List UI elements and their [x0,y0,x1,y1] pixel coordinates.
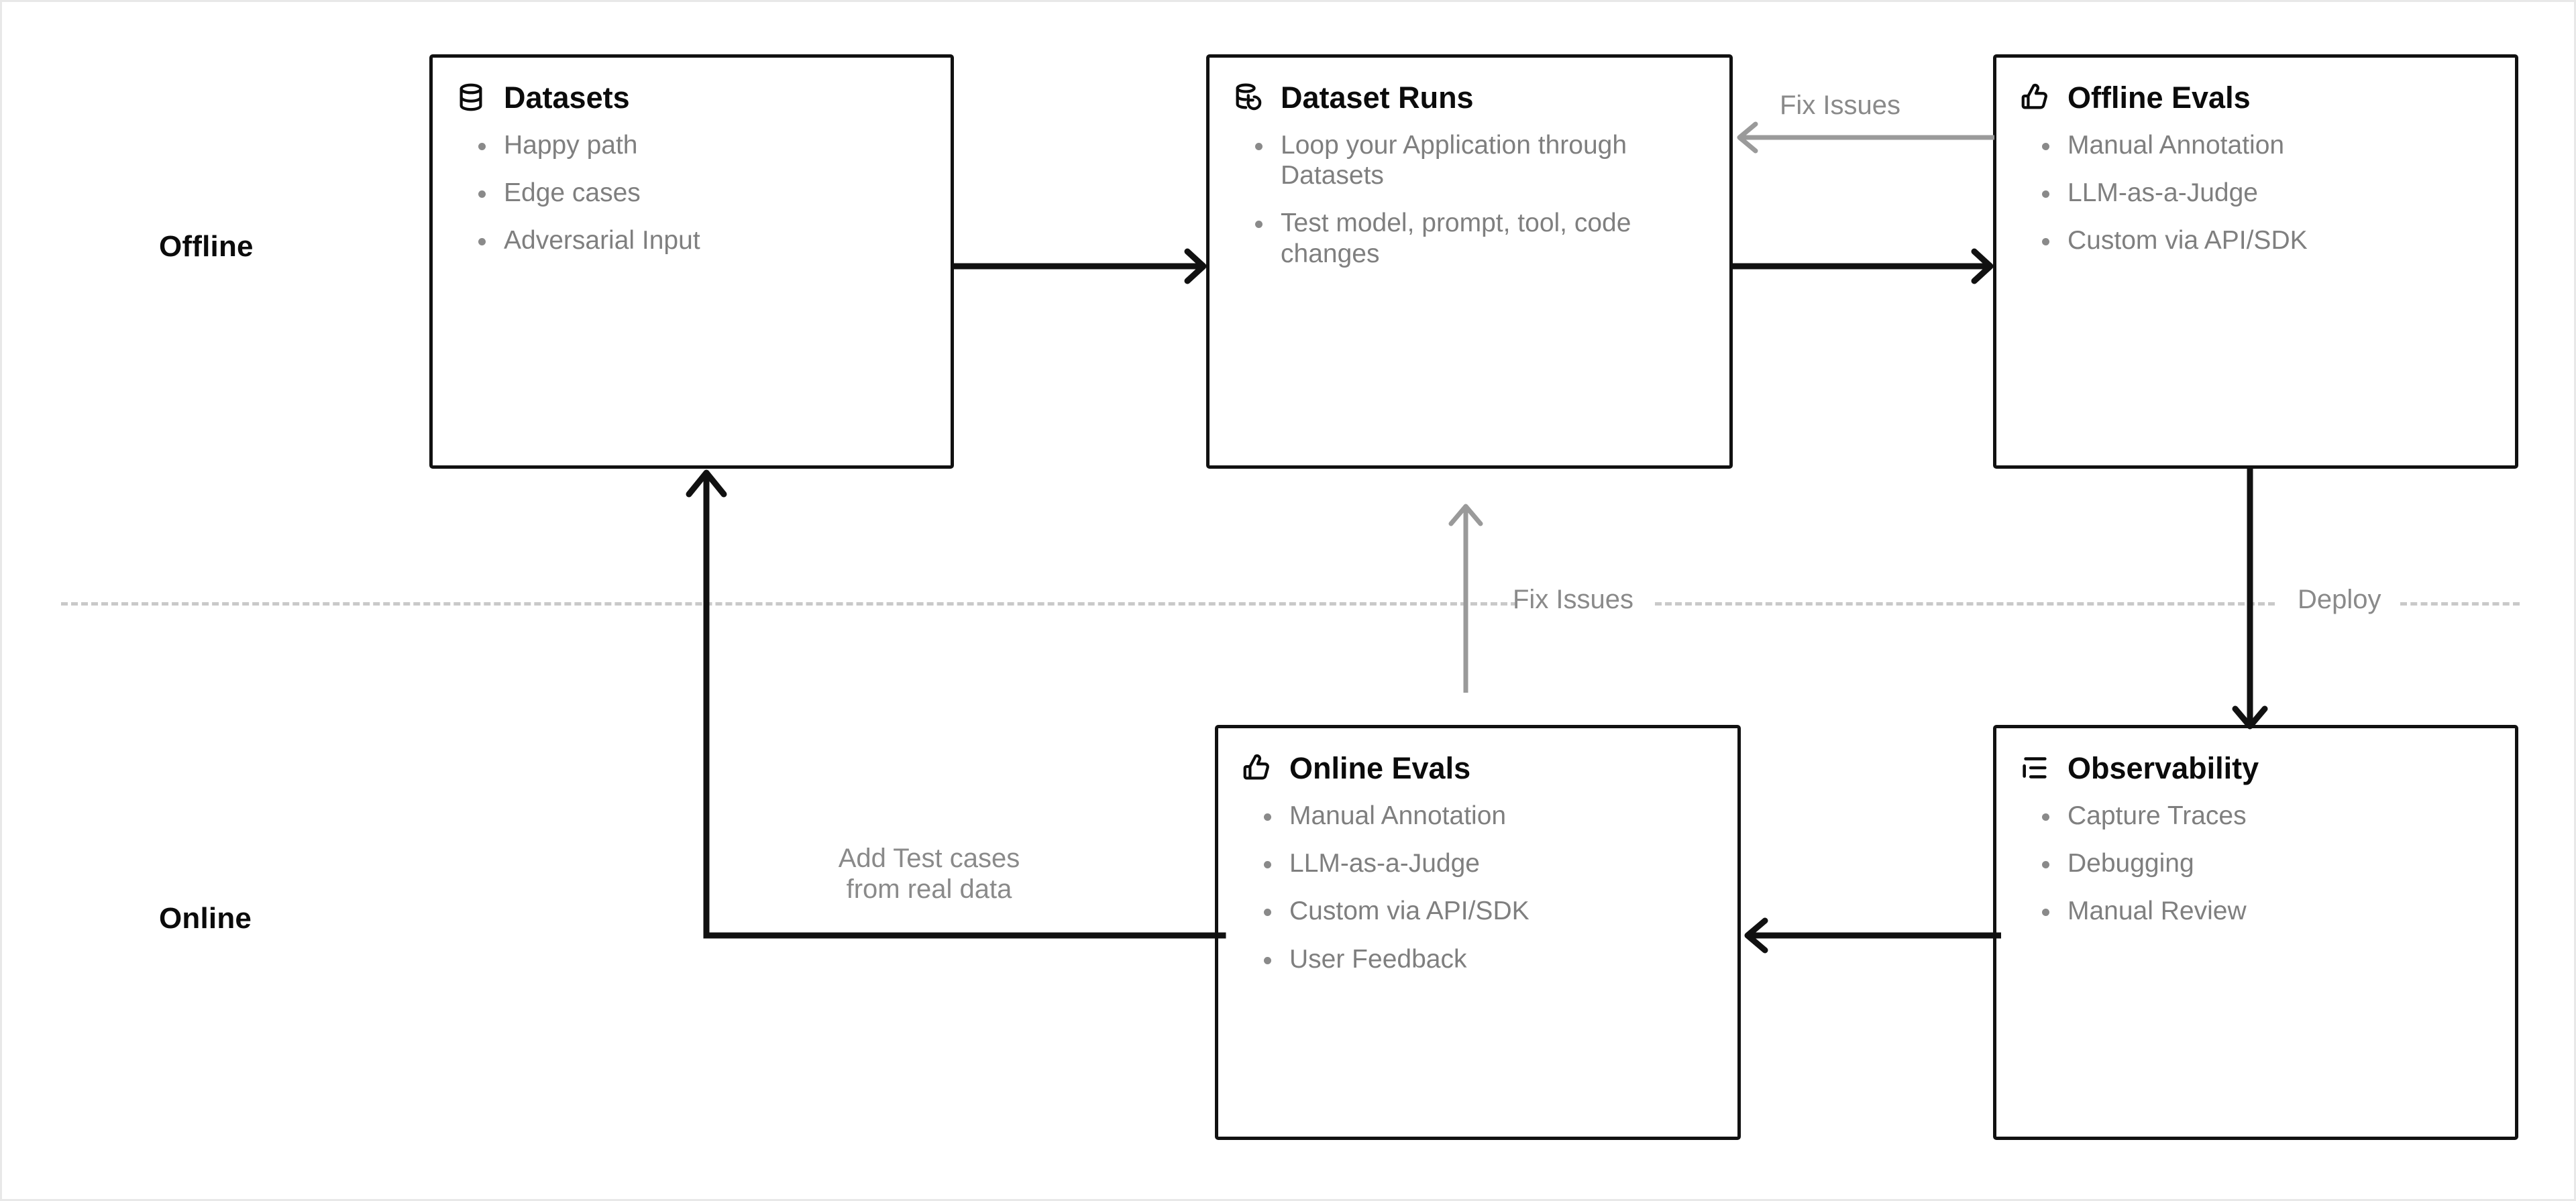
node-observability-header: Observability [2019,752,2492,783]
node-offline-evals-bullets: Manual Annotation LLM-as-a-Judge Custom … [2019,130,2492,256]
connector-online-evals-to-datasets [680,465,1230,948]
list-item: LLM-as-a-Judge [2037,178,2492,208]
node-offline-evals-title: Offline Evals [2068,80,2251,115]
lane-divider-left [61,602,1517,606]
list-item: Test model, prompt, tool, code changes [1250,208,1707,268]
list-item: Debugging [2037,848,2492,878]
node-dataset-runs-header: Dataset Runs [1232,82,1707,113]
thumbs-up-icon [1241,752,1272,783]
connector-dataset-runs-to-offline-evals [1733,248,1996,290]
lane-divider-middle [1655,602,2275,606]
edge-label-add-test-cases: Add Test cases from real data [815,843,1043,905]
list-tree-icon [2019,752,2050,783]
list-item: Edge cases [473,178,928,208]
lane-label-online: Online [159,902,252,935]
connector-deploy-offline-to-observability [2229,469,2271,732]
node-dataset-runs[interactable]: Dataset Runs Loop your Application throu… [1206,54,1733,469]
node-datasets-title: Datasets [504,80,630,115]
list-item: Happy path [473,130,928,160]
edge-label-add-test-cases-line1: Add Test cases [838,844,1020,873]
node-observability[interactable]: Observability Capture Traces Debugging M… [1993,725,2518,1140]
node-observability-bullets: Capture Traces Debugging Manual Review [2019,801,2492,927]
node-online-evals-title: Online Evals [1289,750,1471,785]
node-online-evals[interactable]: Online Evals Manual Annotation LLM-as-a-… [1215,725,1741,1140]
connector-observability-to-online-evals [1741,917,2002,957]
node-dataset-runs-title: Dataset Runs [1281,80,1474,115]
node-datasets-header: Datasets [455,82,928,113]
list-item: Manual Review [2037,896,2492,926]
list-item: Custom via API/SDK [1258,896,1715,926]
edge-label-add-test-cases-line2: from real data [846,874,1012,905]
list-item: Capture Traces [2037,801,2492,831]
node-datasets-bullets: Happy path Edge cases Adversarial Input [455,130,928,256]
node-observability-title: Observability [2068,750,2259,785]
list-item: Manual Annotation [1258,801,1715,831]
node-datasets[interactable]: Datasets Happy path Edge cases Adversari… [429,54,954,469]
database-restore-icon [1232,82,1263,113]
node-online-evals-bullets: Manual Annotation LLM-as-a-Judge Custom … [1241,801,1715,974]
list-item: User Feedback [1258,944,1715,974]
divider-label-deploy: Deploy [2298,585,2381,614]
connector-datasets-to-dataset-runs [954,248,1209,290]
lane-divider-right [2400,602,2520,606]
list-item: Adversarial Input [473,225,928,255]
database-icon [455,82,486,113]
node-online-evals-header: Online Evals [1241,752,1715,783]
list-item: Manual Annotation [2037,130,2492,160]
list-item: Custom via API/SDK [2037,225,2492,255]
connector-fix-issues-online-to-dataset-runs [1446,500,1486,694]
list-item: LLM-as-a-Judge [1258,848,1715,878]
divider-label-fix-issues: Fix Issues [1513,585,1634,614]
node-offline-evals-header: Offline Evals [2019,82,2492,113]
connector-fix-issues-top [1733,121,1996,159]
node-offline-evals[interactable]: Offline Evals Manual Annotation LLM-as-a… [1993,54,2518,469]
node-dataset-runs-bullets: Loop your Application through Datasets T… [1232,130,1707,269]
edge-label-fix-issues-top: Fix Issues [1780,91,1901,120]
list-item: Loop your Application through Datasets [1250,130,1707,190]
thumbs-up-icon [2019,82,2050,113]
lane-label-offline: Offline [159,230,254,263]
